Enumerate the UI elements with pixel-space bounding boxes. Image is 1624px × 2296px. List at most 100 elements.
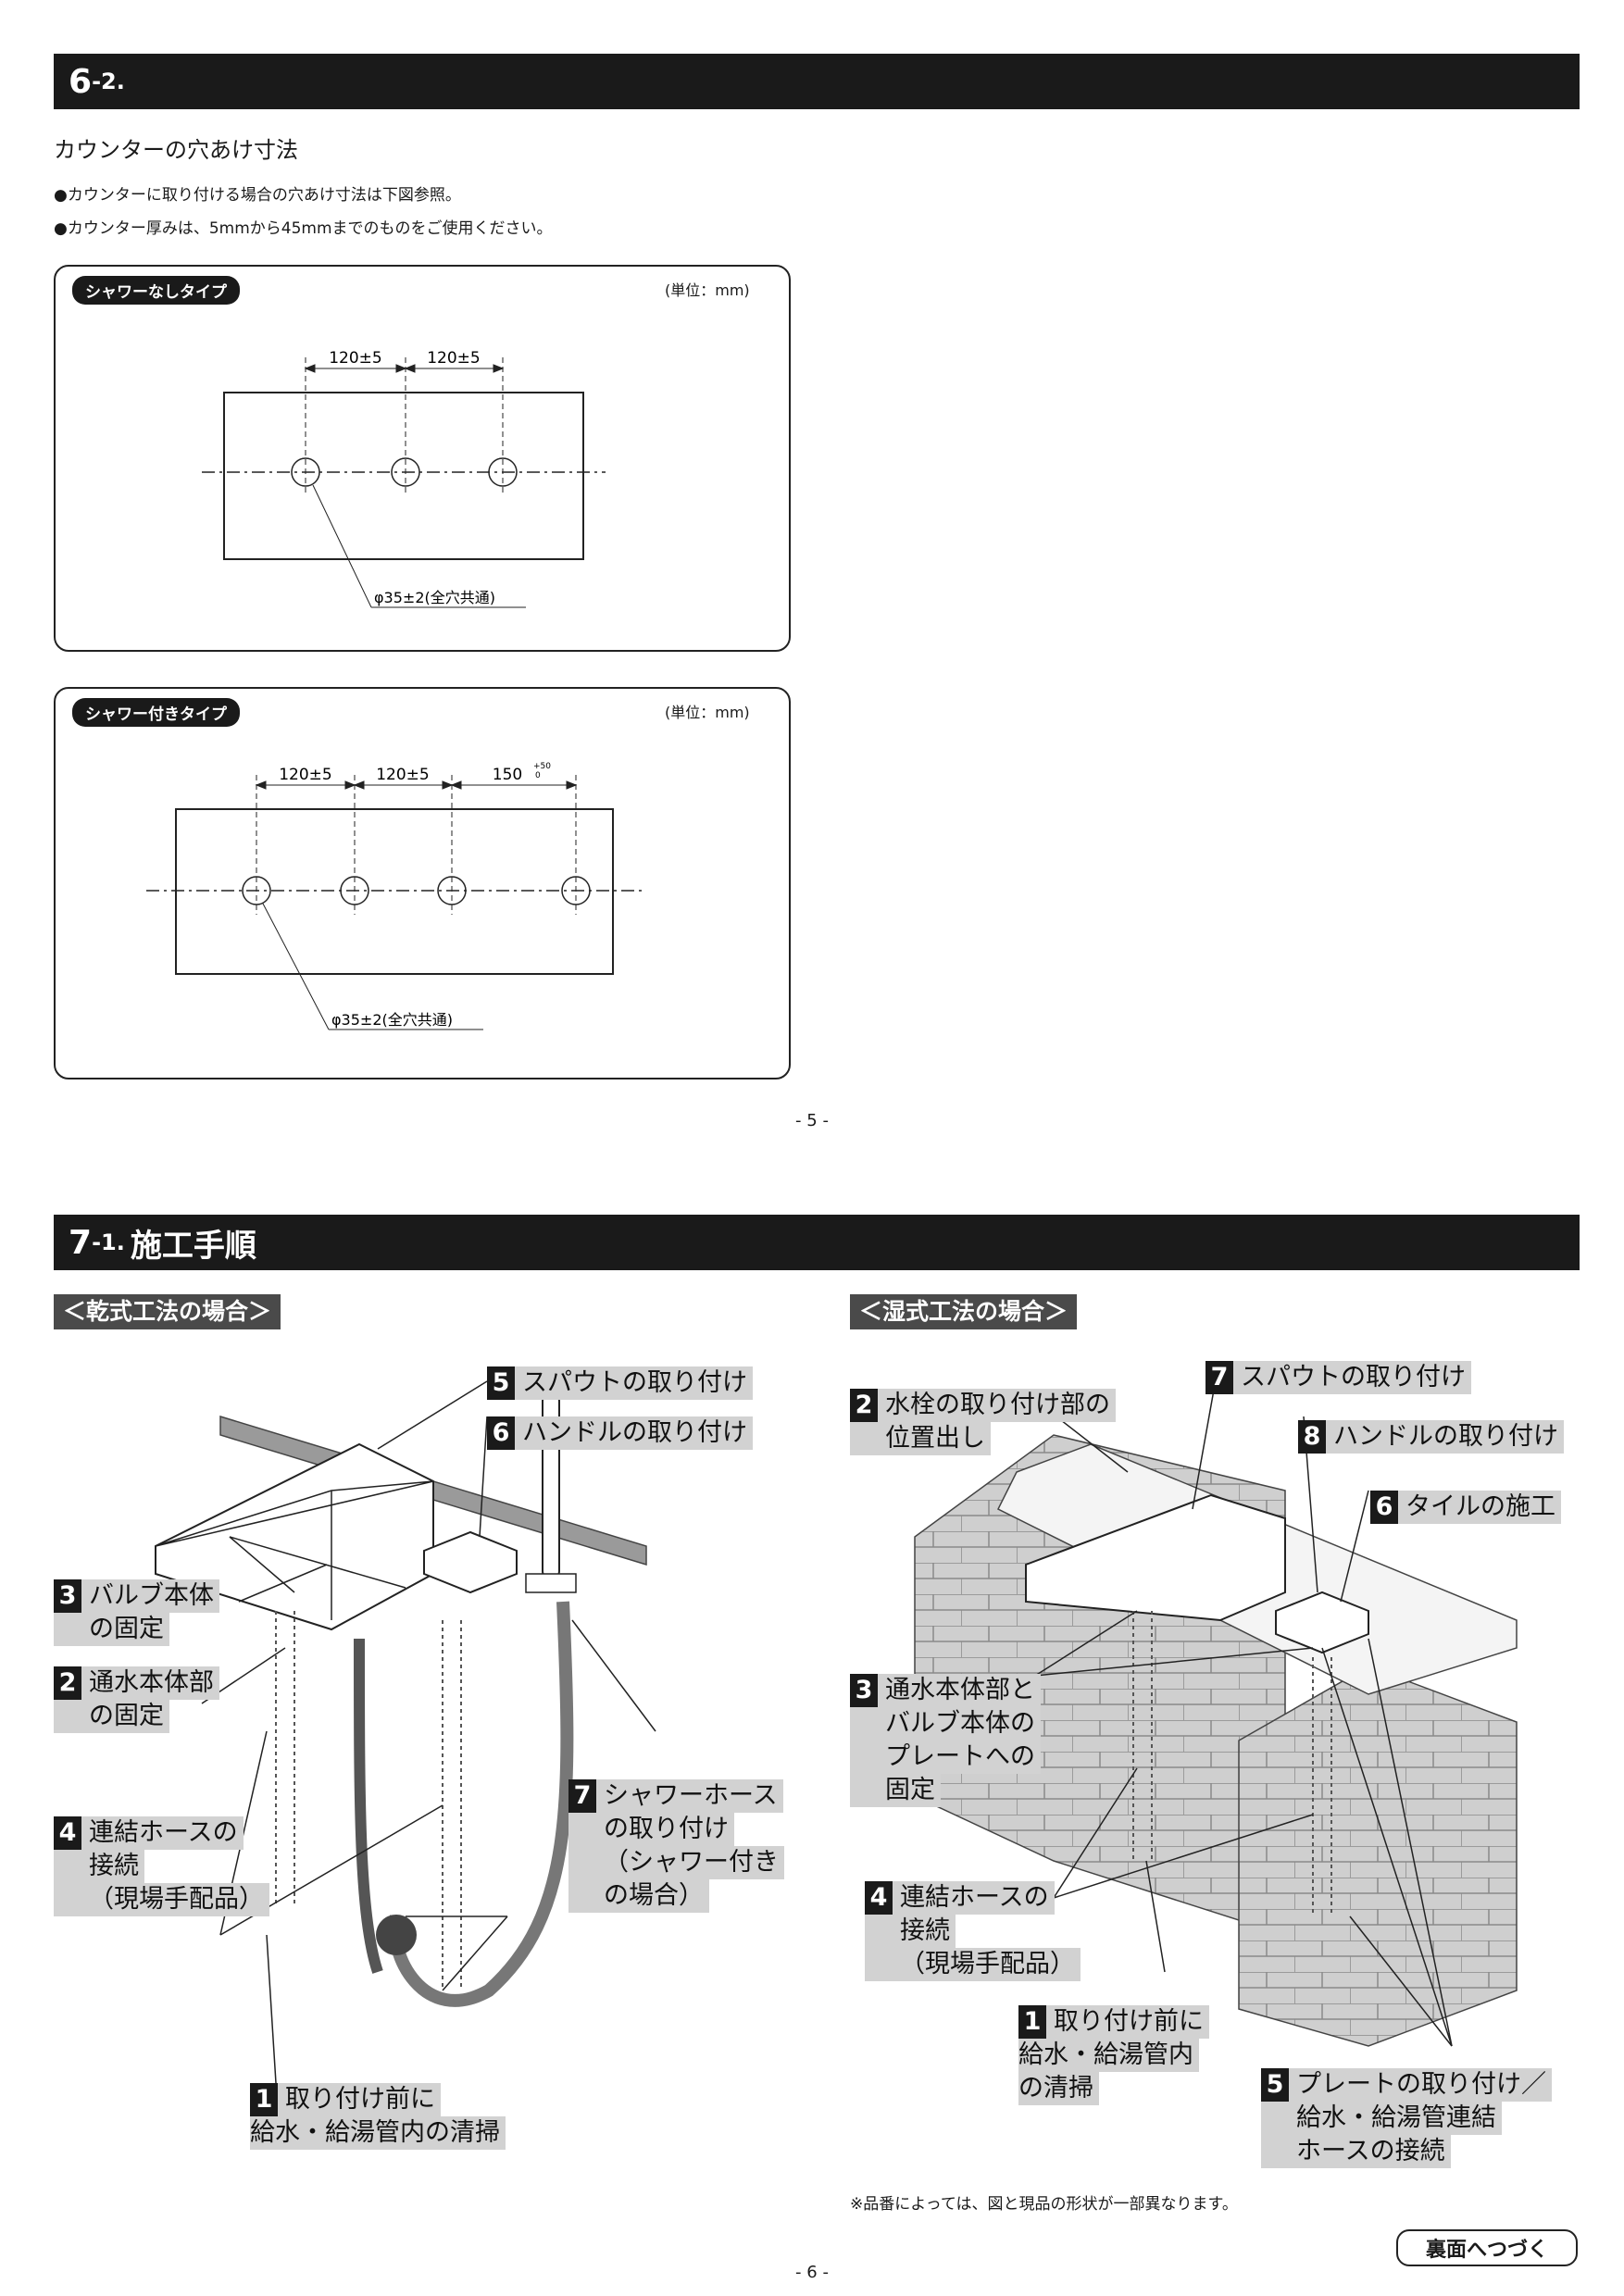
- dimension-lines: [304, 364, 505, 373]
- wet-method-illustration: [914, 1379, 1518, 2047]
- step-text: の取り付け: [568, 1813, 734, 1846]
- step-number: 3: [850, 1674, 878, 1707]
- section-title: 施工手順: [130, 1227, 256, 1265]
- bullet-1: ●カウンターに取り付ける場合の穴あけ寸法は下図参照。: [54, 186, 461, 205]
- supply-pipes: [1132, 1611, 1332, 1916]
- step-number: 7: [1206, 1361, 1233, 1394]
- connecting-hose: [354, 1638, 383, 1974]
- figure-tag: シャワーなしタイプ: [72, 276, 240, 305]
- dry-step-2-label: 2 通水本体部 の固定: [54, 1666, 219, 1733]
- step-text: の場合）: [568, 1879, 709, 1913]
- step-number: 1: [250, 2083, 278, 2116]
- step-text: スパウトの取り付け: [522, 1368, 747, 1397]
- dim-label: 120±5: [427, 349, 481, 368]
- continue-overleaf-badge: 裏面へつづく: [1396, 2229, 1578, 2266]
- page-number: - 5 -: [795, 1111, 829, 1130]
- shower-hose: [388, 1601, 574, 2007]
- step-text: 給水・給湯管連結: [1261, 2102, 1502, 2135]
- dry-method-heading: ＜乾式工法の場合＞: [54, 1294, 281, 1329]
- step-number: 6: [1370, 1491, 1398, 1524]
- step-text: 通水本体部と: [885, 1676, 1035, 1704]
- dim-label: 150: [493, 766, 522, 784]
- step-number: 4: [54, 1816, 81, 1850]
- step-text: 水栓の取り付け部の: [885, 1391, 1110, 1419]
- counter-outline: [223, 392, 584, 560]
- step-number: 1: [1018, 2005, 1046, 2039]
- step-text: の固定: [54, 1700, 169, 1733]
- hole: [488, 457, 518, 487]
- step-number: 8: [1298, 1420, 1326, 1454]
- step-text: ホースの接続: [1261, 2135, 1451, 2168]
- step-text: 固定: [850, 1774, 941, 1807]
- brick-wall-front: [1238, 1666, 1518, 2047]
- page-number: - 6 -: [795, 2263, 829, 2282]
- section-6-2-header: 6-2.: [54, 54, 1580, 109]
- vertical-lines: [256, 775, 577, 915]
- dimension-lines: [255, 780, 578, 790]
- step-text: タイルの施工: [1405, 1492, 1555, 1521]
- handle-icon: [423, 1530, 518, 1594]
- leader-line: [312, 484, 372, 608]
- step-number: 7: [568, 1779, 596, 1813]
- section-number: 7: [69, 1223, 93, 1262]
- subheading: カウンターの穴あけ寸法: [54, 137, 298, 163]
- step-text: 位置出し: [850, 1422, 991, 1455]
- vertical-lines: [305, 357, 504, 496]
- step-text: 連結ホースの: [900, 1883, 1049, 1912]
- step-text: プレートの取り付け／: [1296, 2070, 1546, 2099]
- holes: [291, 457, 518, 487]
- hole-note: φ35±2(全穴共通): [374, 589, 495, 606]
- section-7-1-header: 7-1.施工手順: [54, 1215, 1580, 1270]
- counter-outline: [175, 808, 614, 975]
- step-number: 2: [54, 1666, 81, 1700]
- handle-icon: [1275, 1591, 1369, 1654]
- step-number: 5: [487, 1366, 515, 1400]
- unit-label: (単位：mm): [665, 704, 750, 721]
- drilling-diagram-with-shower: 120±5 120±5 150 +50 0 φ35±2(全穴共通): [146, 762, 646, 1030]
- figure-no-shower: [54, 265, 791, 652]
- step-text: 連結ホースの: [89, 1818, 238, 1847]
- dim-label: 120±5: [329, 349, 382, 368]
- leader-line: [262, 903, 330, 1030]
- section-subnumber: -2.: [92, 69, 125, 94]
- section-subnumber: -1.: [92, 1229, 125, 1255]
- step-number: 4: [865, 1881, 893, 1915]
- step-text: スパウトの取り付け: [1241, 1363, 1466, 1391]
- product-note: ※品番によっては、図と現品の形状が一部異なります。: [850, 2195, 1238, 2214]
- dim-label: 120±5: [376, 766, 430, 784]
- hole-note: φ35±2(全穴共通): [331, 1011, 453, 1029]
- step-number: 5: [1261, 2068, 1289, 2102]
- dim-label: 120±5: [279, 766, 332, 784]
- step-number: 3: [54, 1579, 81, 1613]
- spout-icon: [1025, 1493, 1286, 1622]
- hole: [391, 457, 420, 487]
- wet-step-7-label: 7 スパウトの取り付け: [1206, 1361, 1471, 1394]
- step-text: 給水・給湯管内の清掃: [250, 2116, 506, 2150]
- section-number: 6: [69, 62, 93, 101]
- step-number: 2: [850, 1389, 878, 1422]
- step-text: （現場手配品）: [865, 1948, 1081, 1981]
- step-text: 通水本体部: [89, 1668, 214, 1697]
- step-text: の清掃: [1018, 2072, 1099, 2105]
- step-text: バルブ本体: [89, 1581, 214, 1610]
- step-text: ハンドルの取り付け: [522, 1418, 747, 1447]
- figure-tag: シャワー付きタイプ: [72, 698, 240, 727]
- step-text: バルブ本体の: [850, 1707, 1041, 1741]
- step-text: 接続: [865, 1915, 956, 1948]
- tolerance-lower: 0: [535, 771, 541, 780]
- step-text: 取り付け前に: [1054, 2007, 1204, 2036]
- hole: [291, 457, 320, 487]
- step-text: 接続: [54, 1850, 144, 1883]
